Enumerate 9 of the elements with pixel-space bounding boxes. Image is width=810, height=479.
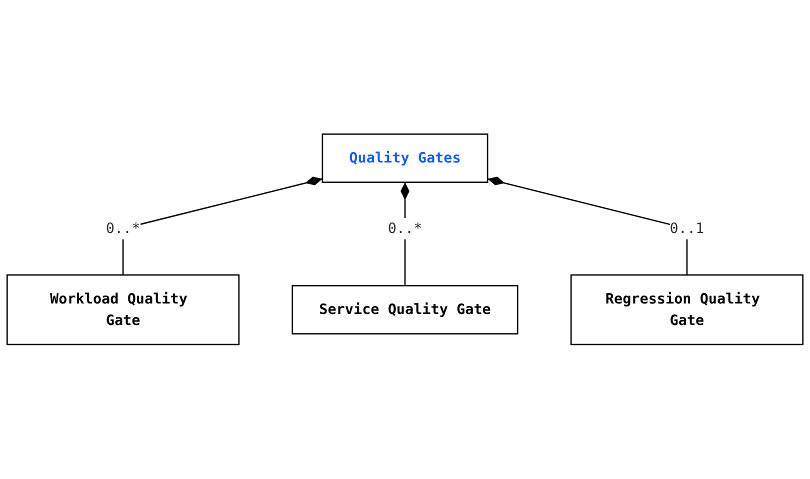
edge-label: 0..1 — [670, 220, 704, 237]
node-box: Regression Quality Gate — [570, 274, 804, 346]
connector — [122, 176, 323, 276]
edge-label: 0..* — [106, 220, 140, 237]
node-box: Workload Quality Gate — [6, 274, 240, 346]
node-box: Quality Gates — [322, 134, 488, 184]
edge-label: 0..* — [388, 220, 422, 237]
connector — [487, 176, 688, 276]
node-box: Service Quality Gate — [292, 285, 518, 335]
